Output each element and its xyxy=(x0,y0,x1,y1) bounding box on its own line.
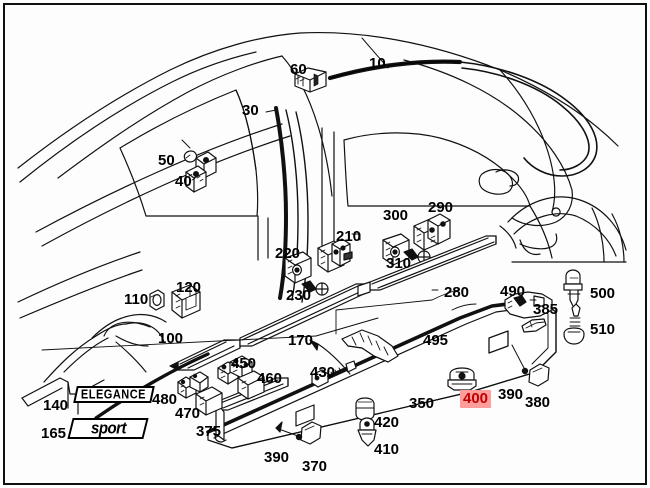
callout-480: 480 xyxy=(152,391,178,408)
part-120-clip xyxy=(171,284,201,319)
badge-sport-text: sport xyxy=(90,419,126,438)
part-60-clip xyxy=(294,67,327,93)
callout-390: 390 xyxy=(264,449,290,466)
callout-410: 410 xyxy=(374,441,400,458)
callout-510: 510 xyxy=(590,321,616,338)
part-300-clip xyxy=(382,233,410,266)
part-480-clip xyxy=(177,371,209,399)
callout-490: 490 xyxy=(500,283,526,300)
part-490-bracket xyxy=(504,291,553,319)
callout-350: 350 xyxy=(409,395,435,412)
callout-290: 290 xyxy=(428,199,454,216)
part-210-clip-assembly xyxy=(317,233,361,273)
callout-40: 40 xyxy=(175,173,192,190)
part-110-grommet xyxy=(149,289,165,311)
callout-310: 310 xyxy=(386,255,412,272)
part-430-stud xyxy=(309,339,357,388)
part-410-rivet xyxy=(357,417,377,447)
callout-400-highlighted: 400 xyxy=(460,390,492,408)
door-and-window-openings xyxy=(119,89,627,263)
part-40-clip-group xyxy=(185,151,217,193)
callout-300: 300 xyxy=(383,207,409,224)
callout-230: 230 xyxy=(286,287,312,304)
callout-165: 165 xyxy=(41,425,67,442)
badge-elegance: ELEGANCE xyxy=(73,386,155,403)
callout-50: 50 xyxy=(158,152,175,169)
callout-120: 120 xyxy=(176,279,202,296)
callout-380: 380 xyxy=(525,394,551,411)
part-470-clip xyxy=(195,386,223,416)
part-10-roof-trim-strip xyxy=(327,37,598,177)
part-385-clip xyxy=(521,318,547,333)
callout-60: 60 xyxy=(290,61,307,78)
part-230-screw xyxy=(301,280,329,296)
part-380-clip xyxy=(528,363,550,387)
door-handle xyxy=(478,168,520,195)
part-390-leader-bottom xyxy=(275,421,303,441)
part-280-connector xyxy=(335,281,459,335)
callout-140: 140 xyxy=(43,397,69,414)
callout-10: 10 xyxy=(369,55,386,72)
callout-110: 110 xyxy=(124,291,149,308)
callout-170: 170 xyxy=(288,332,314,349)
part-220-clip xyxy=(284,251,312,284)
callout-450: 450 xyxy=(231,355,257,372)
part-370-clip xyxy=(300,421,322,445)
callout-390: 390 xyxy=(498,386,524,403)
callout-210: 210 xyxy=(336,228,362,245)
part-420-cap xyxy=(355,397,375,421)
part-50-clip xyxy=(181,139,198,163)
callout-370: 370 xyxy=(302,458,328,475)
part-500-push-pin xyxy=(563,269,583,309)
part-390-leader-right xyxy=(511,344,529,375)
part-460-clip xyxy=(237,370,265,400)
callout-470: 470 xyxy=(175,405,201,422)
part-400-grommet xyxy=(447,367,477,391)
callout-460: 460 xyxy=(257,370,283,387)
callout-30: 30 xyxy=(242,102,259,119)
part-290-clip-assembly xyxy=(413,213,451,251)
callout-375: 375 xyxy=(196,423,222,440)
part-450-clip xyxy=(217,355,253,385)
callout-220: 220 xyxy=(275,245,301,262)
badge-sport: sport xyxy=(67,418,149,439)
callout-500: 500 xyxy=(590,285,616,302)
part-510-screw xyxy=(563,303,585,345)
car-body-outline xyxy=(17,32,619,247)
callout-420: 420 xyxy=(374,414,400,431)
part-495-bracket xyxy=(341,329,399,363)
callout-100: 100 xyxy=(158,330,184,347)
callout-495: 495 xyxy=(423,332,449,349)
callout-385: 385 xyxy=(533,301,559,318)
badge-elegance-text: ELEGANCE xyxy=(81,387,147,402)
callout-280: 280 xyxy=(444,284,470,301)
callout-430: 430 xyxy=(310,364,336,381)
